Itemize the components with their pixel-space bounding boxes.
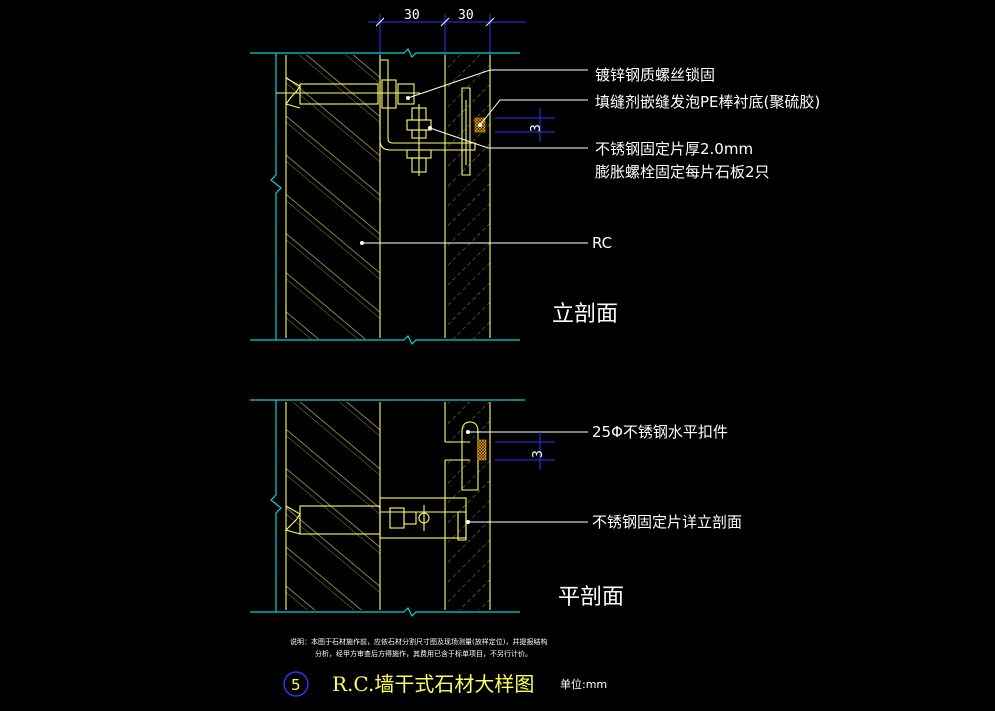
plan-section: 3 (250, 399, 588, 618)
drawing-title: R.C.墙干式石材大样图 (332, 672, 534, 696)
elevation-section: 3 (250, 47, 588, 346)
callout-plate-thickness: 不锈钢固定片厚2.0mm (595, 140, 753, 158)
note-line-2: 分析，经甲方审查后方得施作，其费用已含于标单项目，不另行计价。 (315, 649, 532, 658)
callout-plate-detail: 不锈钢固定片详立剖面 (592, 513, 742, 531)
top-dimension-group: 30 30 (368, 8, 526, 60)
callout-clip: 25Φ不锈钢水平扣件 (592, 423, 728, 441)
title-number: 5 (291, 676, 301, 694)
drawing-unit: 单位:mm (560, 677, 607, 691)
dim-top-right: 30 (458, 8, 474, 23)
title-number-circle (283, 671, 309, 697)
callout-sealant: 填缝剂嵌缝发泡PE棒衬底(聚硫胶) (595, 93, 820, 111)
callout-anchor-bolt: 膨胀螺栓固定每片石板2只 (595, 163, 770, 181)
dim-gap-elevation: 3 (529, 124, 544, 132)
callout-rc: RC (592, 234, 612, 252)
callout-screw-lock: 镀锌钢质螺丝锁固 (595, 66, 715, 84)
view-label-plan: 平剖面 (558, 585, 624, 610)
dim-top-left: 30 (404, 8, 420, 23)
dim-gap-plan: 3 (531, 450, 546, 458)
note-line-1: 说明：本图于石材施作前，应依石材分割尺寸图及现场测量(放样定位)，并提报结构 (290, 637, 547, 646)
view-label-elevation: 立剖面 (552, 302, 618, 327)
